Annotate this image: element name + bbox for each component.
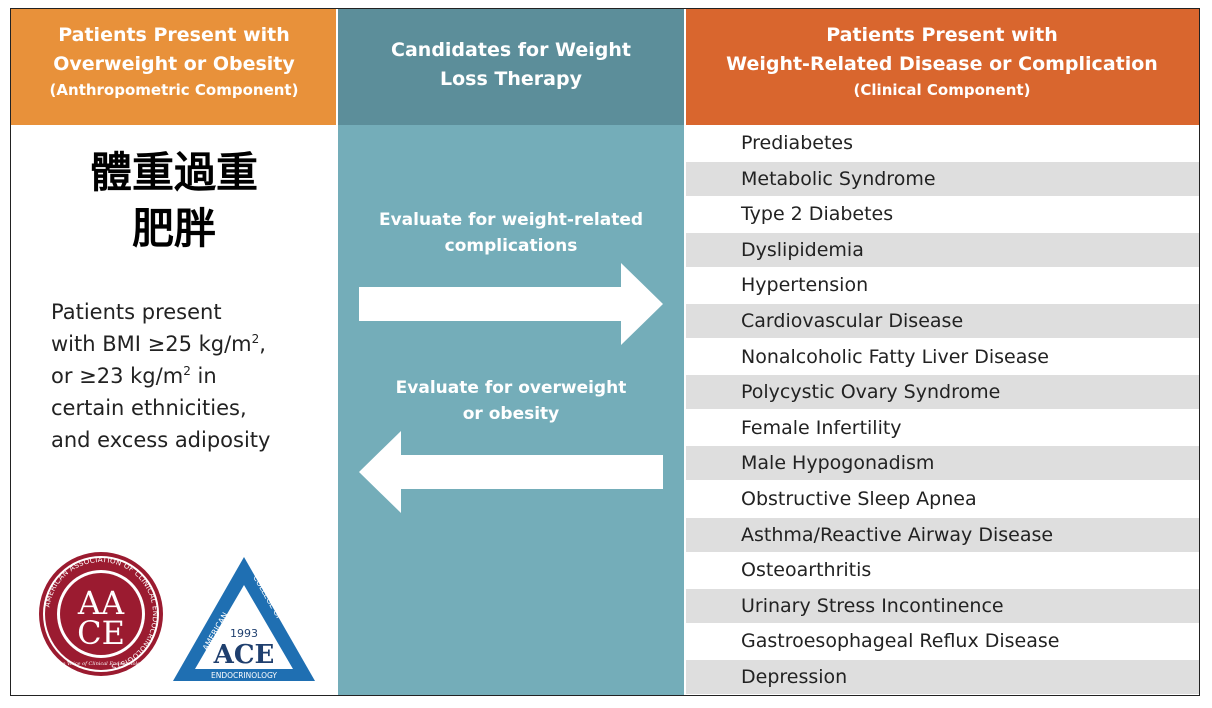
ace-acronym: ACE — [213, 640, 275, 670]
header-right-line3: (Clinical Component) — [853, 81, 1031, 99]
complication-row: Male Hypogonadism — [685, 445, 1199, 481]
ace-year: 1993 — [230, 627, 258, 640]
column-divider — [684, 9, 686, 695]
bmi-line-4: certain ethnicities, — [51, 396, 247, 420]
complication-row: Urinary Stress Incontinence — [685, 587, 1199, 623]
bmi-line-3-end: in — [190, 364, 217, 388]
header-middle-line2: Loss Therapy — [440, 68, 582, 90]
chinese-title-line1: 體重過重 — [89, 148, 258, 197]
complication-row: Polycystic Ovary Syndrome — [685, 374, 1199, 410]
complication-row: Obstructive Sleep Apnea — [685, 481, 1199, 516]
complication-row: Cardiovascular Disease — [685, 303, 1199, 338]
complication-row: Nonalcoholic Fatty Liver Disease — [685, 338, 1199, 374]
header-clinical: Patients Present with Weight-Related Dis… — [685, 9, 1199, 125]
complication-row: Metabolic Syndrome — [685, 160, 1199, 196]
complication-row: Female Infertility — [685, 409, 1199, 445]
header-right-line2: Weight-Related Disease or Complication — [726, 53, 1158, 75]
complication-row: Osteoarthritis — [685, 552, 1199, 587]
aace-tagline: The Voice of Clinical Endocrinology — [56, 661, 146, 667]
evaluate-complications-line1: Evaluate for weight-related — [378, 210, 644, 230]
ace-logo: 1993 ACE ENDOCRINOLOGY AMERICAN COLLEGE … — [171, 555, 317, 687]
evaluate-obesity-label: Evaluate for overweight or obesity — [337, 375, 685, 427]
chinese-title-line2: 肥胖 — [131, 204, 216, 253]
bmi-line-1: Patients present — [51, 300, 222, 324]
ace-name-bottom: ENDOCRINOLOGY — [211, 671, 277, 680]
aace-monogram-bottom: CE — [77, 614, 125, 652]
column-divider — [336, 9, 338, 695]
aace-logo: AMERICAN ASSOCIATION OF CLINICAL ENDOCRI… — [37, 550, 165, 682]
bmi-line-3: or ≥23 kg/m — [51, 364, 184, 388]
header-left-line1: Patients Present with — [58, 24, 290, 46]
bmi-line-5: and excess adiposity — [51, 428, 271, 452]
aace-monogram-top: AA — [77, 584, 125, 622]
complication-row: Prediabetes — [685, 125, 1199, 160]
complication-row: Asthma/Reactive Airway Disease — [685, 516, 1199, 552]
arrow-right-icon — [359, 263, 665, 349]
bmi-criteria-text: Patients present with BMI ≥25 kg/m2, or … — [51, 296, 331, 456]
bmi-superscript-2: 2 — [183, 364, 191, 378]
bmi-line-2-end: , — [259, 332, 266, 356]
bmi-line-2: with BMI ≥25 kg/m — [51, 332, 252, 356]
complication-row: Dyslipidemia — [685, 231, 1199, 267]
evaluate-complications-line2: complications — [444, 236, 578, 256]
candidates-panel: Evaluate for weight-related complication… — [337, 125, 685, 695]
header-candidates: Candidates for Weight Loss Therapy — [337, 9, 685, 125]
chinese-title: 體重過重 肥胖 — [11, 145, 337, 257]
anthropometric-panel: 體重過重 肥胖 Patients present with BMI ≥25 kg… — [11, 125, 337, 695]
complication-row: Type 2 Diabetes — [685, 196, 1199, 231]
complication-row: Gastroesophageal Reflux Disease — [685, 623, 1199, 658]
diagram-frame: Patients Present with Overweight or Obes… — [10, 8, 1200, 696]
header-middle-line1: Candidates for Weight — [391, 39, 631, 61]
evaluate-complications-label: Evaluate for weight-related complication… — [337, 207, 685, 259]
complication-row: Hypertension — [685, 267, 1199, 302]
evaluate-obesity-line2: or obesity — [462, 404, 560, 424]
bmi-superscript-1: 2 — [251, 332, 260, 346]
evaluate-obesity-line1: Evaluate for overweight — [395, 378, 627, 398]
header-left-line2: Overweight or Obesity — [53, 53, 295, 75]
header-anthropometric: Patients Present with Overweight or Obes… — [11, 9, 337, 125]
header-left-line3: (Anthropometric Component) — [49, 81, 299, 99]
complication-row: Depression — [685, 659, 1199, 694]
header-right-line1: Patients Present with — [826, 24, 1058, 46]
arrow-left-icon — [359, 431, 665, 517]
